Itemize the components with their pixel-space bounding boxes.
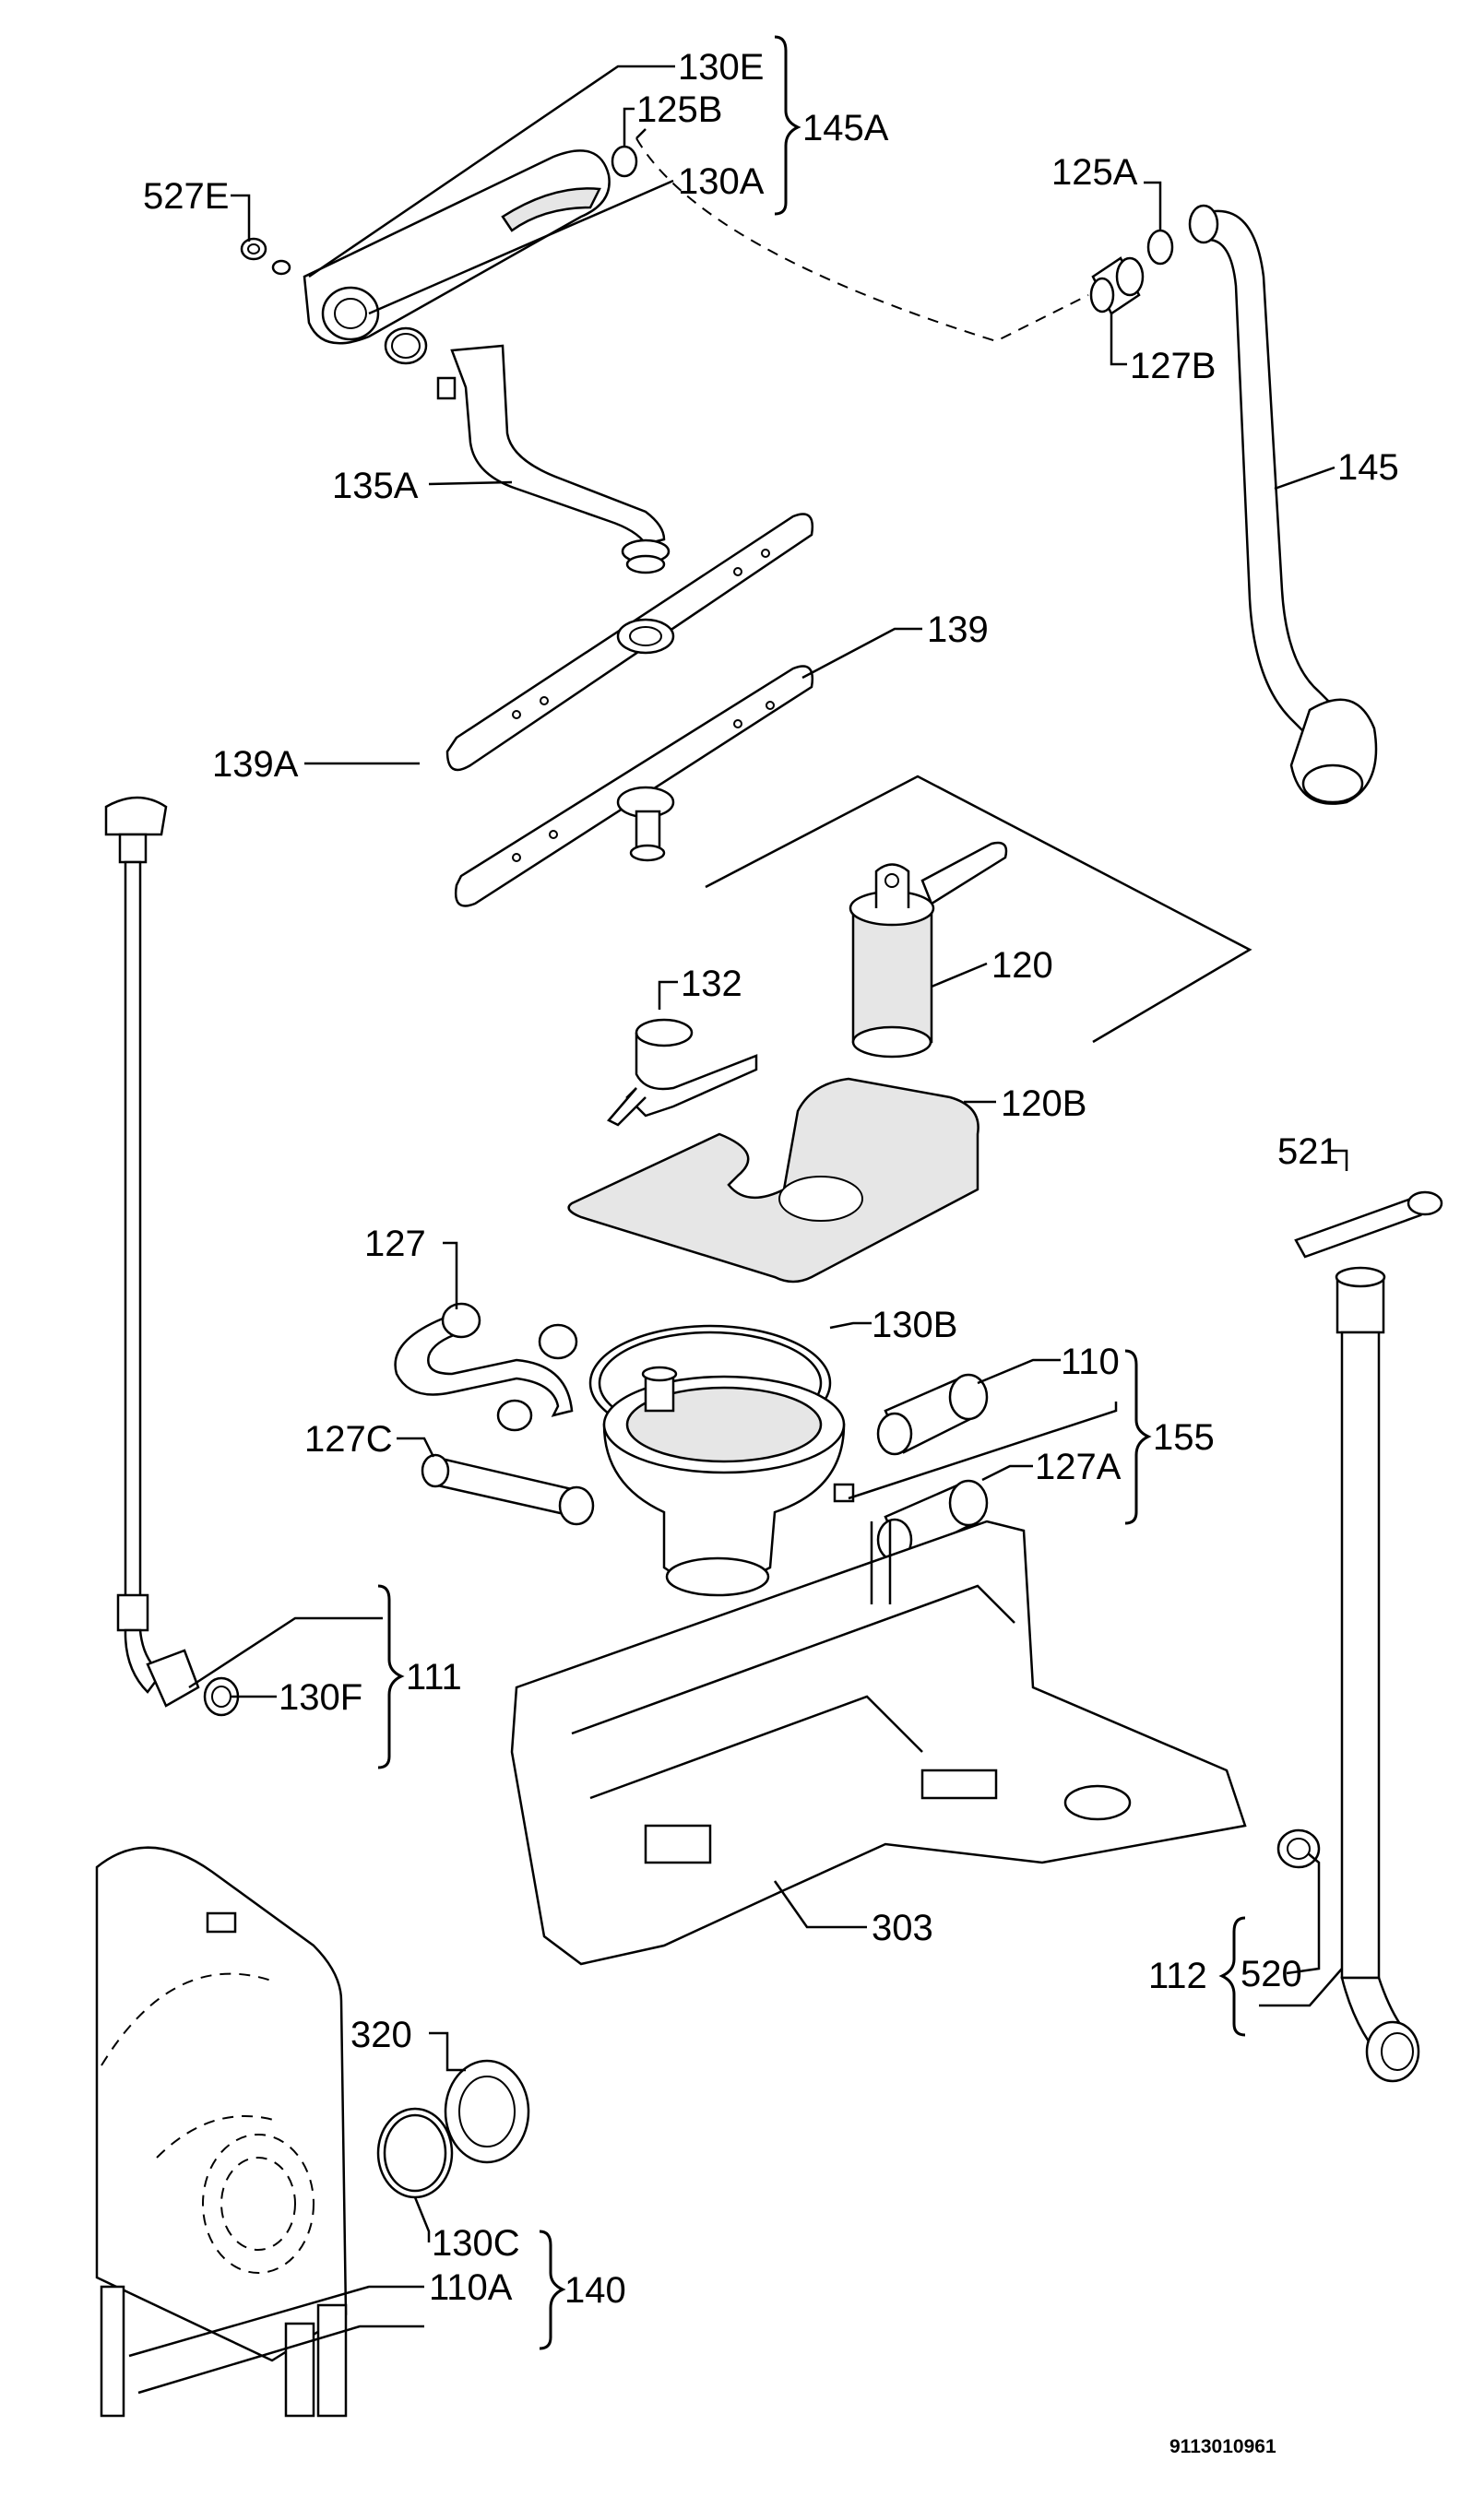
braces [377, 35, 1246, 2350]
filter-plate-120b-part [567, 1077, 979, 1284]
label-125b: 125B [636, 89, 722, 130]
label-125a: 125A [1051, 152, 1138, 193]
clip-521-part [1294, 1190, 1443, 1259]
brace-140 [539, 2230, 566, 2350]
label-155: 155 [1153, 1417, 1215, 1458]
brace-111 [377, 1584, 405, 1769]
oring-130c-part [376, 2107, 454, 2199]
coupling-127a-part [876, 1479, 989, 1562]
label-130c: 130C [432, 2223, 520, 2264]
spray-arm-139-part [454, 665, 814, 907]
filter-group-frame [705, 775, 1252, 1044]
label-140: 140 [564, 2270, 626, 2311]
brace-155 [1124, 1349, 1152, 1525]
label-303: 303 [872, 1908, 933, 1948]
spray-arm-pipe-135a-part [436, 344, 671, 574]
dashed-connector-line [635, 137, 1089, 343]
label-130e: 130E [678, 47, 764, 88]
nut-527e-part [240, 237, 291, 276]
label-145a: 145A [802, 108, 889, 148]
filter-120-part [849, 841, 1008, 1059]
label-120: 120 [991, 945, 1053, 986]
label-127b: 127B [1130, 346, 1216, 386]
label-135a: 135A [332, 466, 419, 506]
label-145: 145 [1337, 447, 1399, 488]
softener-tank-140-part [95, 1846, 348, 2418]
coupling-110-part [876, 1373, 989, 1456]
coupling-127b-part [1089, 256, 1145, 315]
label-120b: 120B [1001, 1083, 1086, 1124]
part-132 [607, 1018, 758, 1127]
seal-125a-part [1146, 229, 1174, 266]
label-110a: 110A [429, 2267, 513, 2308]
drain-hose-112-part [1335, 1266, 1420, 2083]
label-127c: 127C [304, 1419, 393, 1460]
document-number: 9113010961 [1169, 2436, 1276, 2457]
label-130a: 130A [678, 161, 765, 202]
label-527e: 527E [143, 176, 229, 217]
upper-spray-arm-part [303, 128, 647, 345]
label-112: 112 [1148, 1956, 1207, 1996]
seal-125b-part [611, 145, 638, 178]
label-521: 521 [1277, 1131, 1339, 1172]
base-frame-303-part [510, 1520, 1247, 1966]
oring-130a-part [384, 326, 428, 365]
sump-155-part [602, 1366, 855, 1597]
label-520: 520 [1241, 1954, 1302, 1994]
spray-arm-139a-part [445, 513, 814, 772]
label-127: 127 [364, 1224, 426, 1264]
label-127a: 127A [1035, 1447, 1122, 1487]
leader-lines [128, 65, 1348, 2395]
brace-112 [1218, 1916, 1246, 2037]
label-132: 132 [681, 964, 742, 1004]
label-110: 110 [1061, 1342, 1120, 1382]
inlet-hose-111-part [104, 796, 240, 1717]
seal-320-part [444, 2059, 530, 2164]
brace-145a [774, 35, 801, 216]
hose-127-part [394, 1302, 578, 1432]
drain-hose-145-part [1188, 204, 1378, 805]
label-130f: 130F [279, 1677, 362, 1718]
label-139a: 139A [212, 744, 299, 785]
hose-127c-part [421, 1453, 595, 1526]
label-111: 111 [406, 1657, 462, 1698]
label-130b: 130B [872, 1305, 957, 1345]
label-139: 139 [927, 609, 989, 650]
label-320: 320 [350, 2015, 412, 2055]
clip-520-part [1276, 1828, 1321, 1869]
